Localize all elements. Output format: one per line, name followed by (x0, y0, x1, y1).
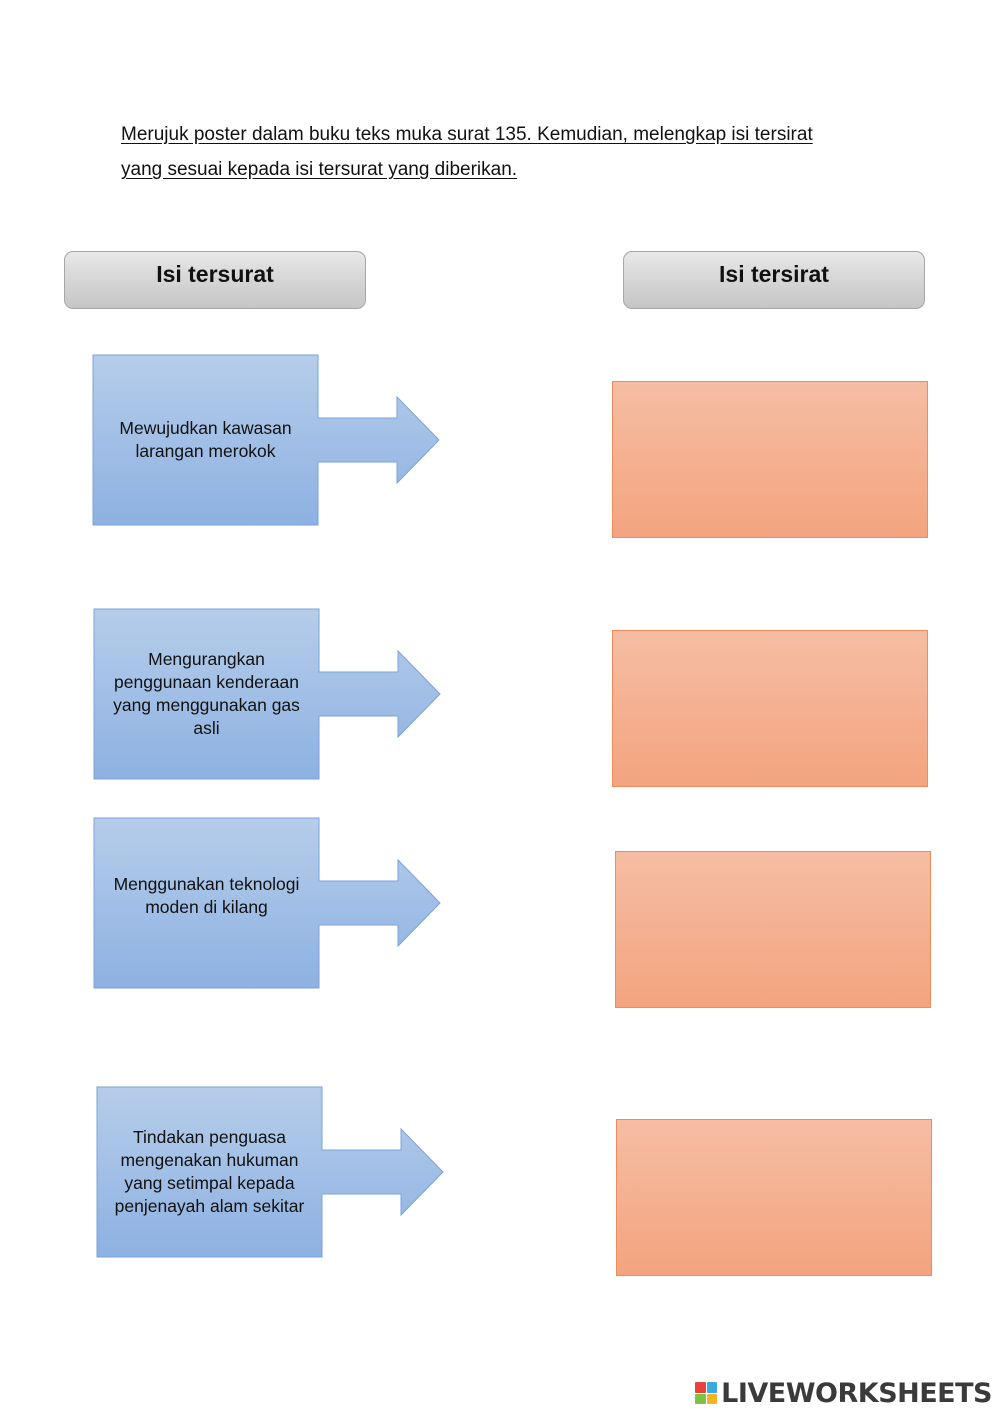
callout-arrow-3 (93, 817, 441, 989)
isi-tersurat-item-1: Mewujudkan kawasan larangan merokok (119, 418, 292, 461)
callout-arrow-1 (92, 354, 440, 526)
answer-box-3[interactable] (615, 851, 931, 1008)
callout-arrow-2 (93, 608, 441, 780)
header-left-label: Isi tersurat (156, 261, 274, 287)
answer-box-1[interactable] (612, 381, 928, 538)
callout-arrow-4 (96, 1086, 444, 1258)
header-isi-tersurat: Isi tersurat (64, 251, 366, 309)
header-isi-tersirat: Isi tersirat (623, 251, 925, 309)
instruction-text: Merujuk poster dalam buku teks muka sura… (121, 117, 881, 187)
isi-tersurat-item-2: Mengurangkan penggunaan kenderaan yang m… (113, 649, 300, 738)
header-right-label: Isi tersirat (719, 261, 829, 287)
answer-box-4[interactable] (616, 1119, 932, 1276)
liveworksheets-logo-icon (695, 1382, 718, 1404)
instruction-line-1: Merujuk poster dalam buku teks muka sura… (121, 124, 813, 145)
isi-tersurat-item-3: Menggunakan teknologi moden di kilang (113, 874, 300, 917)
answer-box-2[interactable] (612, 630, 928, 787)
isi-tersurat-item-4: Tindakan penguasa mengenakan hukuman yan… (114, 1127, 305, 1216)
instruction-line-2: yang sesuai kepada isi tersurat yang dib… (121, 159, 518, 180)
logo-text: LIVEWORKSHEETS (721, 1377, 992, 1409)
liveworksheets-logo: LIVEWORKSHEETS (695, 1377, 992, 1409)
